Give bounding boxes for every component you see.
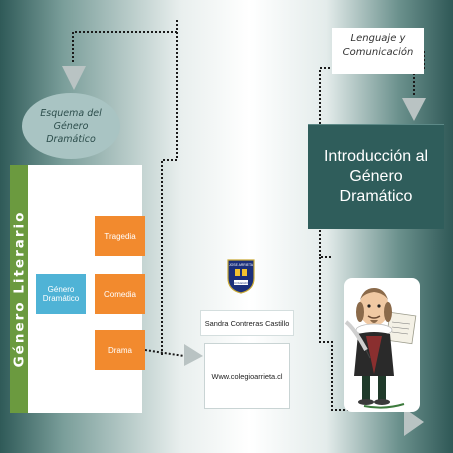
leaf-comedy[interactable]: Comedia bbox=[95, 274, 145, 314]
website-link[interactable]: Www.colegioarrieta.cl bbox=[204, 343, 290, 409]
school-logo-bottom-text: COLEGIO bbox=[234, 281, 248, 285]
school-logo-top-text: JOSE ARRIETA bbox=[229, 263, 254, 267]
scheme-oval[interactable]: Esquema del Género Dramático bbox=[22, 93, 120, 159]
genre-side-label-text: Género Literario bbox=[11, 210, 27, 368]
subject-tag-line2: Comunicación bbox=[342, 47, 414, 58]
intro-title-line2: Género bbox=[349, 168, 403, 185]
arrow-right-bottom-icon bbox=[404, 408, 424, 436]
arrow-right-site-icon bbox=[184, 344, 203, 366]
subject-tag-line1: Lenguaje y bbox=[350, 33, 406, 44]
school-logo: JOSE ARRIETA COLEGIO bbox=[227, 259, 255, 294]
scheme-oval-line3: Dramático bbox=[46, 133, 96, 145]
scheme-oval-line1: Esquema del bbox=[40, 107, 102, 119]
intro-title-line1: Introducción al bbox=[323, 148, 429, 165]
scheme-oval-line2: Género bbox=[53, 120, 89, 132]
leaf-tragedy[interactable]: Tragedia bbox=[95, 216, 145, 256]
connector-dotted-left bbox=[72, 20, 178, 64]
genre-side-label: Género Literario bbox=[10, 165, 28, 413]
leaf-drama[interactable]: Drama bbox=[95, 330, 145, 370]
shakespeare-caricature-icon bbox=[344, 288, 417, 409]
connector-dotted-left-long bbox=[161, 32, 178, 355]
center-node-dramatic[interactable]: Género Dramático bbox=[36, 274, 86, 314]
arrow-down-oval-icon bbox=[62, 66, 86, 90]
subject-tag: Lenguaje y Comunicación bbox=[332, 28, 424, 74]
connector-drama-to-site bbox=[144, 349, 185, 357]
author-name: Sandra Contreras Castillo bbox=[200, 310, 294, 336]
intro-title-line3: Dramático bbox=[339, 188, 413, 205]
intro-title-box[interactable]: Introducción al Género Dramático bbox=[308, 124, 444, 229]
arrow-down-title-icon bbox=[402, 98, 426, 121]
genre-side-bar bbox=[10, 165, 28, 413]
